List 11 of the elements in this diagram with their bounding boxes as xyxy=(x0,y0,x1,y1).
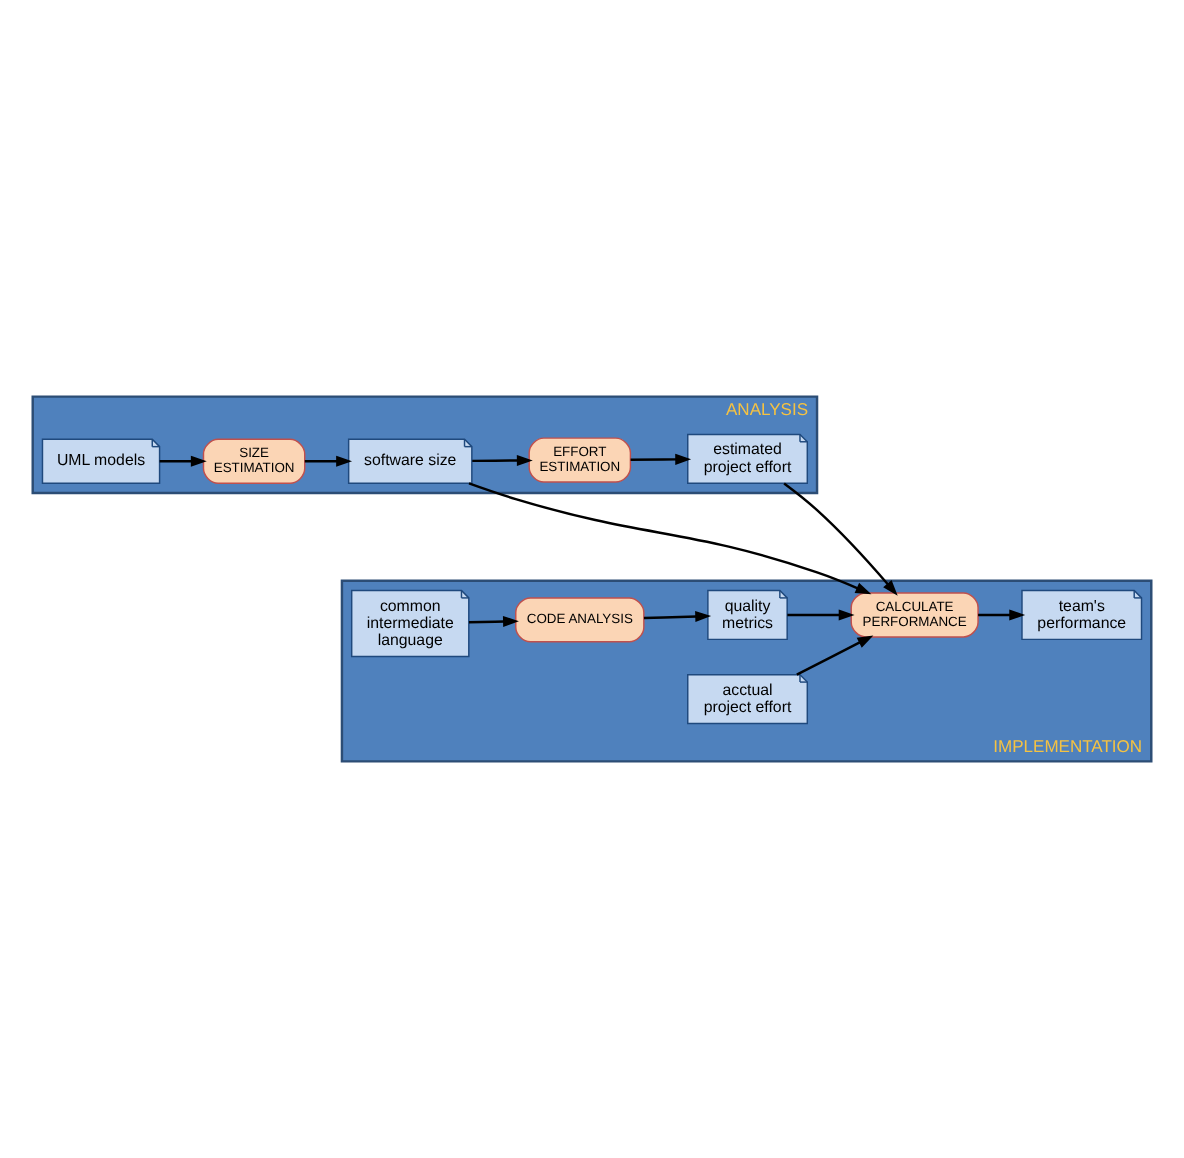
arrow xyxy=(468,482,872,595)
arrow xyxy=(796,635,874,676)
arrow xyxy=(787,609,855,621)
arrow xyxy=(978,609,1026,621)
arrow xyxy=(783,482,898,596)
arrow xyxy=(472,454,533,467)
arrow xyxy=(630,453,692,465)
arrow xyxy=(159,455,207,467)
arrow xyxy=(304,455,353,467)
arrow xyxy=(643,610,712,623)
arrow xyxy=(468,615,519,628)
